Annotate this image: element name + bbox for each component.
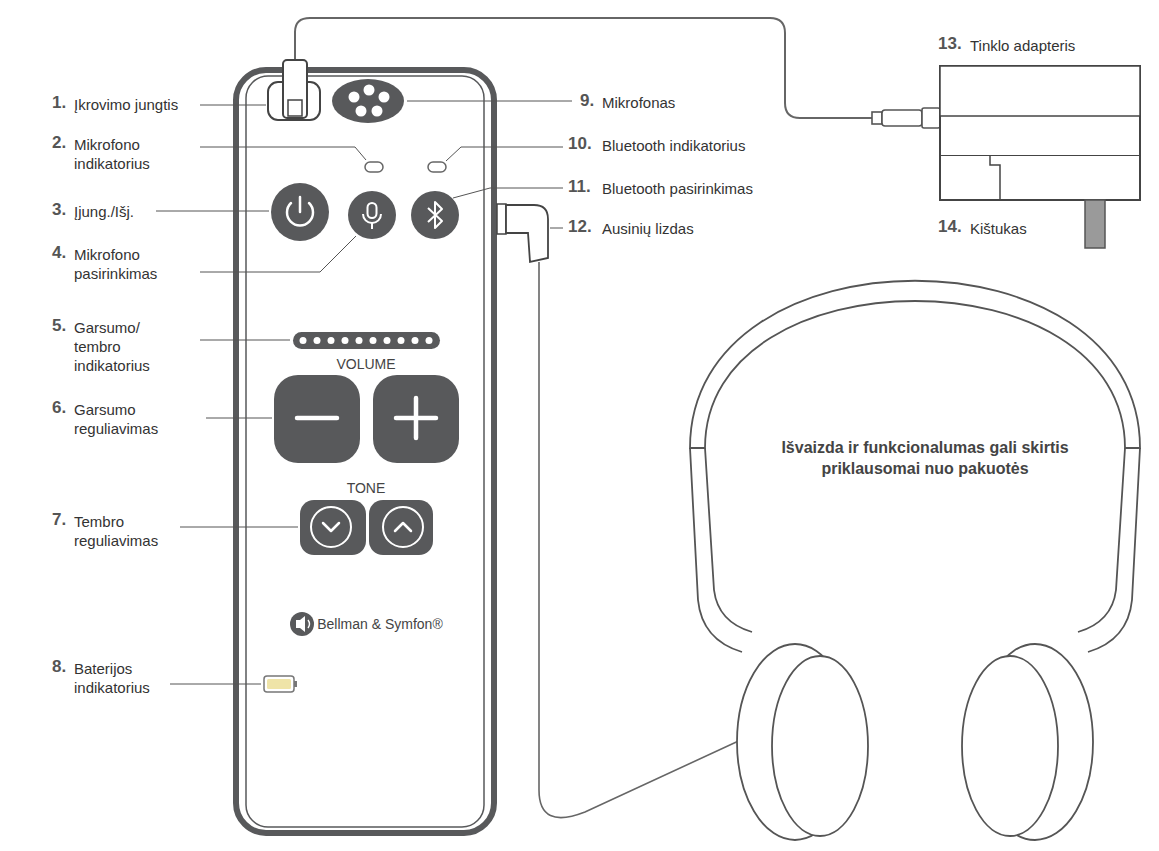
charging-socket: [268, 60, 320, 120]
callout-number: 12.: [568, 217, 592, 236]
part-name: Kištukas: [970, 219, 1027, 238]
callout-number: 3.: [52, 200, 66, 219]
part-name: Mikrofonas: [602, 93, 675, 112]
callout-number: 5.: [52, 316, 66, 335]
level-indicator: [293, 332, 440, 349]
part-name: Garsumo/ tembro indikatorius: [74, 318, 169, 375]
power-button: [271, 183, 329, 241]
callout-number: 8.: [52, 657, 66, 676]
headphone-cable: [539, 262, 745, 818]
part-name: Įkrovimo jungtis: [74, 95, 178, 114]
part-name: Bluetooth indikatorius: [602, 136, 745, 155]
package-note: Išvaizda ir funkcionalumas gali skirtis …: [755, 437, 1095, 479]
device-housing: [236, 70, 494, 833]
callout-number: 13.: [938, 34, 962, 53]
part-name: Įjung./Išj.: [74, 202, 134, 221]
microphone: [332, 79, 404, 123]
callout-number: 10.: [568, 134, 592, 153]
part-name: Tinklo adapteris: [970, 36, 1075, 55]
callout-number: 14.: [938, 217, 962, 236]
part-name: Tembro reguliavimas: [74, 512, 174, 550]
button-caption: VOLUME: [336, 355, 395, 373]
callout-number: 9.: [580, 91, 594, 110]
power-adapter: [940, 66, 1140, 248]
callout-number: 7.: [52, 510, 66, 529]
mic-button: [348, 191, 396, 239]
part-name: Baterijos indikatorius: [74, 659, 174, 697]
headphones: [690, 281, 1140, 840]
callout-number: 1.: [52, 93, 66, 112]
callout-number: 2.: [52, 133, 66, 152]
brand-logo: Bellman & Symfon®: [317, 615, 442, 633]
volume-buttons: [274, 375, 459, 463]
part-name: Garsumo reguliavimas: [74, 400, 192, 438]
part-name: Mikrofono pasirinkimas: [74, 245, 186, 283]
leader-lines: [156, 101, 572, 684]
callout-number: 11.: [568, 177, 591, 196]
part-name: Bluetooth pasirinkimas: [602, 179, 753, 198]
button-caption: TONE: [347, 479, 386, 497]
tone-buttons: [300, 500, 433, 555]
callout-number: 6.: [52, 398, 66, 417]
callout-number: 4.: [52, 243, 66, 262]
logo-mark: [290, 612, 314, 636]
cable-plug: [872, 108, 940, 128]
battery-indicator: [264, 676, 297, 692]
bluetooth-button: [411, 191, 459, 239]
bluetooth-indicator: [428, 162, 446, 172]
device-body: VOLUME TONE Bellman & Symfon®: [233, 68, 497, 835]
headphone-plug: [497, 204, 548, 262]
mic-indicator: [365, 162, 383, 172]
part-name: Ausinių lizdas: [602, 219, 694, 238]
part-name: Mikrofono indikatorius: [74, 135, 174, 173]
